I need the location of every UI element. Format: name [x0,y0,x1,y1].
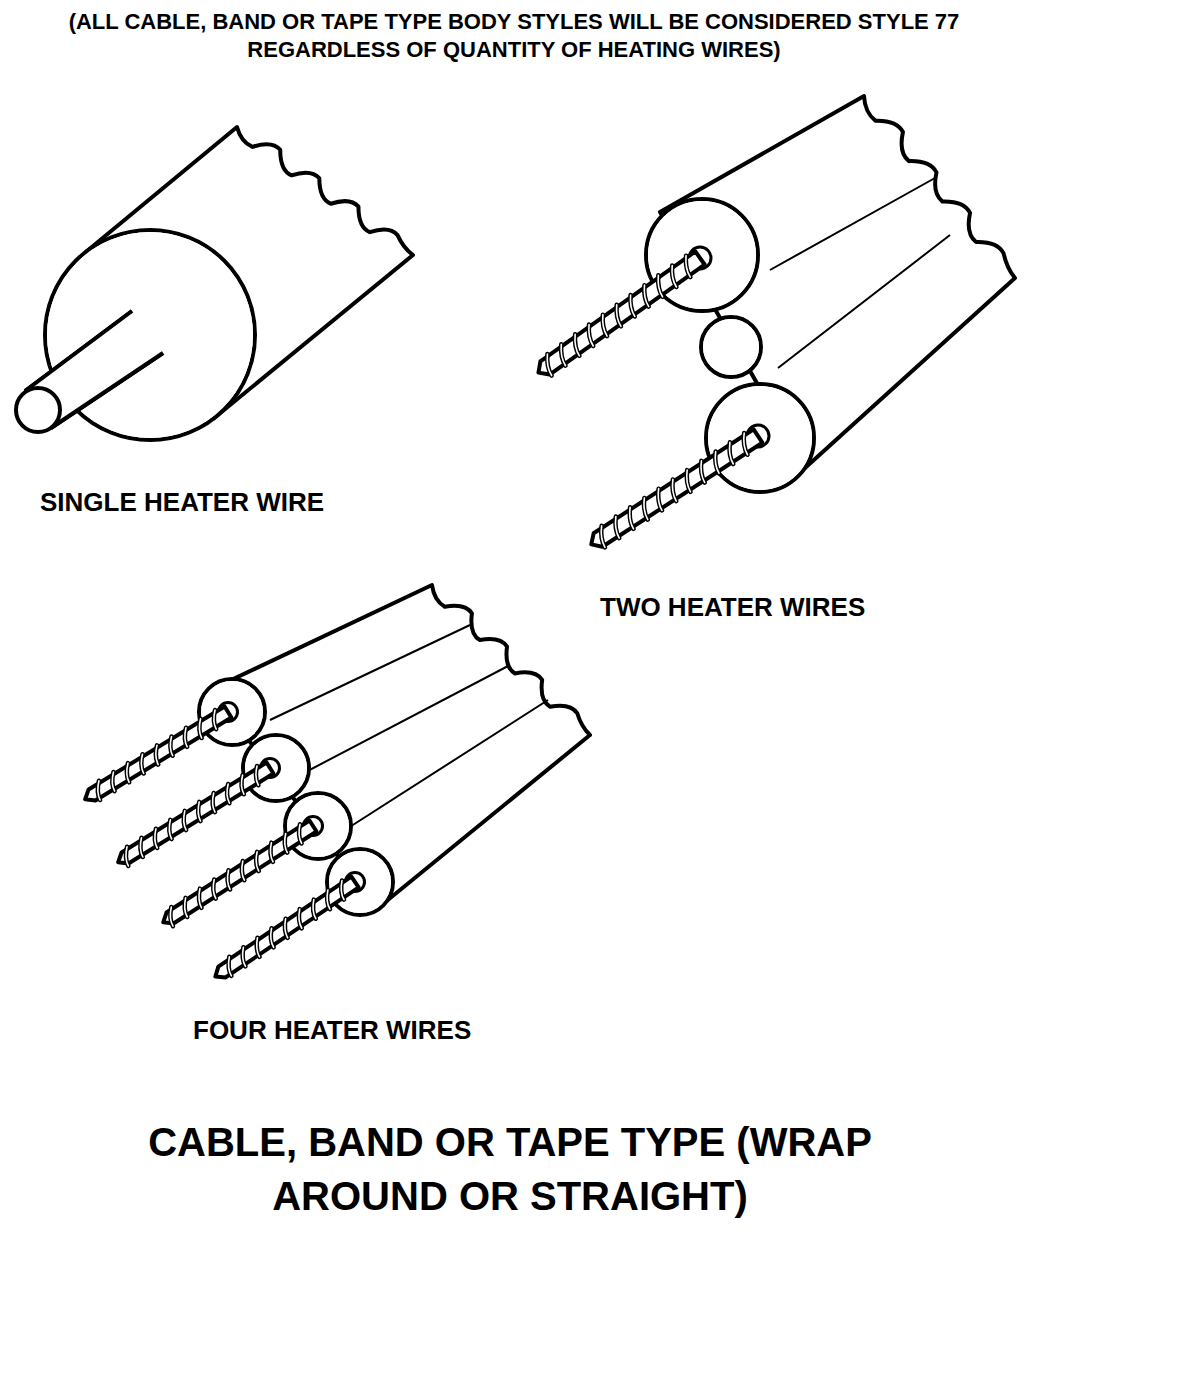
part-label: FOUR HEATER WIRES [193,1014,613,1046]
caption-text: CABLE, BAND OR TAPE TYPE (WRAP AROUND OR… [135,1115,885,1223]
heater-wire [85,703,237,801]
heater-wire [538,247,711,376]
heater-rod [16,311,163,432]
single-wire-cable [16,127,413,440]
two-wire-cable [538,96,1015,547]
heater-wire [591,425,769,547]
crease-line [770,178,950,368]
heater-wire [118,759,279,866]
part-label: TWO HEATER WIRES [600,591,1020,623]
part-label: SINGLE HEATER WIRE [40,486,460,518]
note-text: (ALL CABLE, BAND OR TAPE TYPE BODY STYLE… [8,8,1020,64]
heater-wire [215,873,364,978]
cable-end-face [646,199,814,492]
four-wire-cable [85,585,590,977]
